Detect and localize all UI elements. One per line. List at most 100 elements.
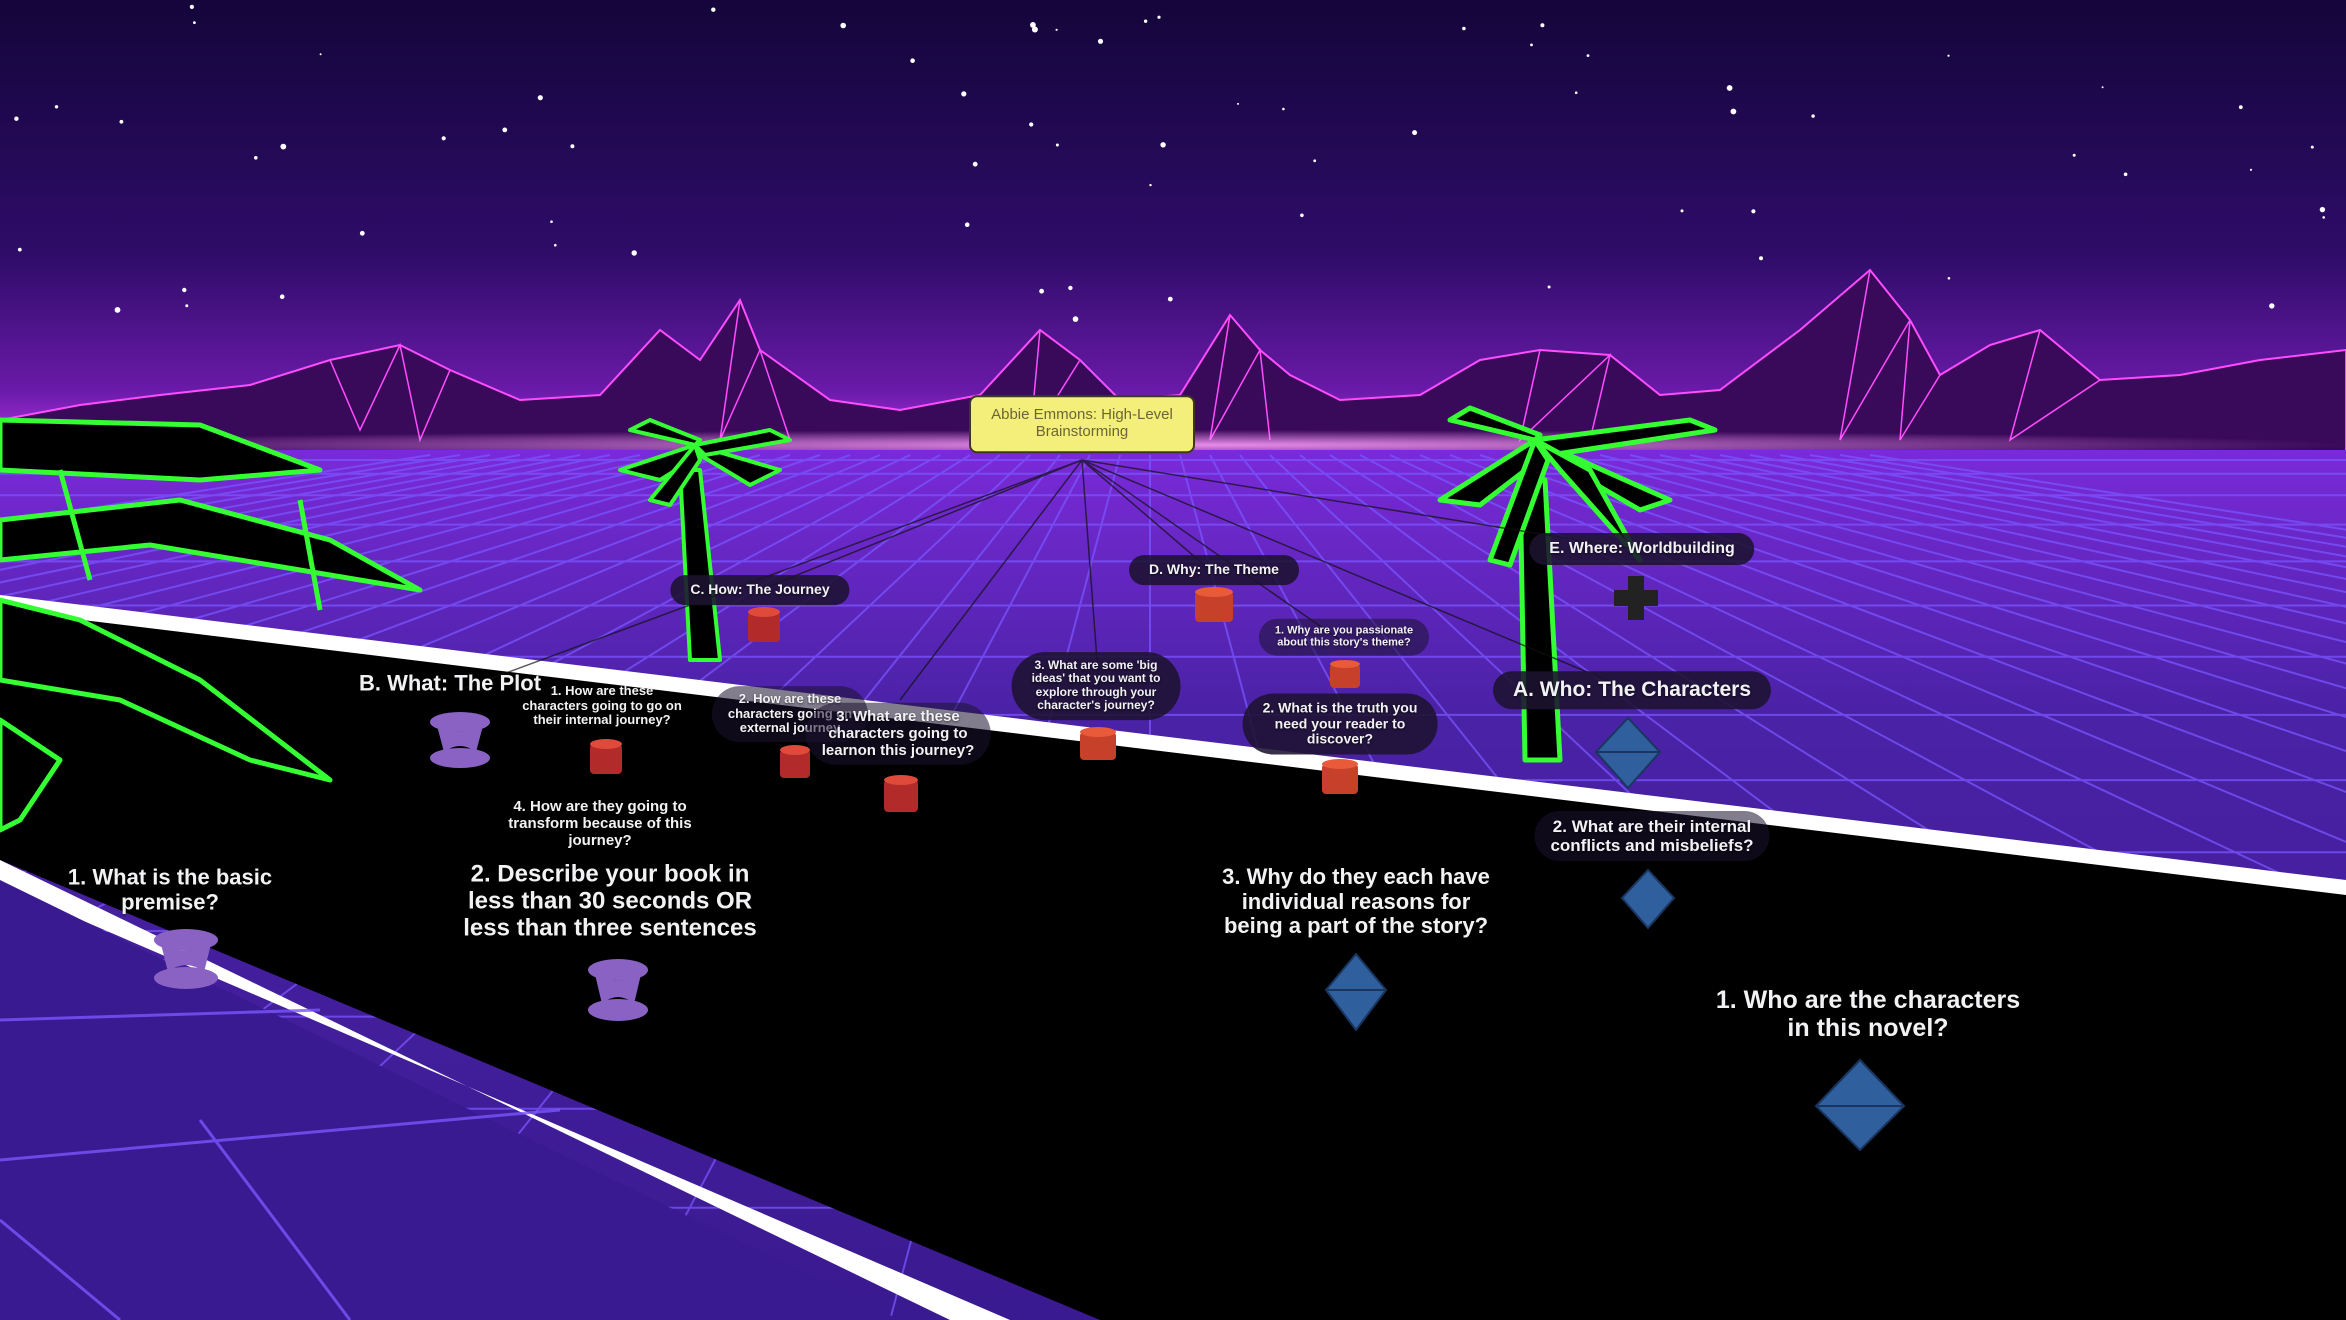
journey-question-1[interactable]: 1. How are these characters going to go … [522,683,682,728]
star [631,250,637,256]
characters-question-1[interactable]: 1. Who are the characters in this novel? [1715,986,2021,1042]
star [1530,43,1533,47]
grid-line [0,454,791,704]
branch-title-journey[interactable]: C. How: The Journey [670,575,850,605]
grid-line [1629,454,2346,625]
journey-question-3[interactable]: 3. What are these characters going to le… [805,702,991,766]
root-note[interactable]: Abbie Emmons: High-Level Brainstorming [969,395,1195,453]
plot-question-1[interactable]: 1. What is the basic premise? [67,864,273,914]
palm-tree-left-large [0,417,423,833]
star [1547,285,1551,289]
star [1055,28,1058,31]
star [1237,102,1239,105]
star [840,22,846,29]
characters-question-2[interactable]: 2. What are their internal conflicts and… [1534,810,1770,862]
grid-line [0,454,671,614]
star [254,156,258,160]
grid-line [1569,454,2346,665]
grid-line [1539,454,2346,690]
star [2238,105,2243,110]
orange-cylinder-icon[interactable] [1330,660,1360,688]
star [1586,54,1590,57]
star [280,143,287,150]
grid-line [0,454,761,676]
star [359,230,365,236]
branch-title-theme[interactable]: D. Why: The Theme [1129,555,1299,585]
star [119,119,124,124]
branch-title-worldbuilding[interactable]: E. Where: Worldbuilding [1529,533,1755,565]
characters-question-3[interactable]: 3. Why do they each have individual reas… [1222,864,1490,939]
star [1055,143,1059,147]
red-cylinder-icon[interactable] [884,775,918,812]
blue-octahedron-icon[interactable] [1814,1058,1906,1152]
theme-question-1[interactable]: 1. Why are you passionate about this sto… [1258,618,1430,656]
red-cylinder-icon[interactable] [590,739,622,774]
star [1157,15,1161,19]
branch-title-characters[interactable]: A. Who: The Characters [1492,671,1772,709]
star [1149,183,1152,187]
star [114,307,121,313]
orange-cylinder-icon[interactable] [1080,727,1116,760]
star [2072,153,2076,157]
star [502,127,508,133]
floor-front [0,880,900,1320]
red-cylinder-icon[interactable] [780,745,810,778]
star [319,53,322,56]
grid-line [1509,454,2346,719]
star [182,287,187,293]
star [1811,114,1815,118]
purple-spool-icon[interactable] [430,712,490,768]
blue-octahedron-icon[interactable] [1620,868,1676,930]
grid-line [0,454,731,653]
star [1167,296,1173,302]
grid-line [0,454,821,737]
theme-question-3[interactable]: 3. What are some 'big ideas' that you wa… [1011,652,1181,720]
star [1097,38,1104,44]
grid-line [1659,454,2346,608]
blue-octahedron-icon[interactable] [1324,952,1388,1032]
star [17,247,22,252]
grid-line [1419,454,2346,844]
star [1412,130,1418,136]
journey-question-4[interactable]: 4. How are they going to transform becau… [508,797,692,849]
star [1030,22,1036,28]
palm-tree-center-left [618,418,792,662]
star [1947,277,1951,280]
star [711,7,716,12]
grid-line [0,454,701,632]
star [185,304,189,308]
star [2249,168,2253,171]
orange-cylinder-icon[interactable] [1195,587,1233,622]
star [550,220,553,223]
star [441,136,446,141]
star [1068,285,1073,291]
dark-cross-icon[interactable] [1614,576,1658,620]
star [1039,288,1044,294]
purple-spool-icon[interactable] [154,929,218,989]
purple-spool-icon[interactable] [588,959,648,1021]
blue-octahedron-icon[interactable] [1594,716,1662,790]
star [2123,172,2128,177]
star [1282,107,1285,111]
branch-title-plot[interactable]: B. What: The Plot [358,670,542,696]
grid-line [1599,454,2346,644]
star [1143,19,1148,23]
star [1751,209,1756,214]
star [14,116,19,121]
red-cylinder-icon[interactable] [748,607,780,642]
plot-question-2[interactable]: 2. Describe your book in less than 30 se… [463,860,757,942]
grid-line [0,454,851,776]
orange-cylinder-icon[interactable] [1322,759,1358,794]
star [1726,85,1733,91]
star [279,294,285,300]
theme-question-2[interactable]: 2. What is the truth you need your reade… [1242,693,1438,755]
star [2269,303,2275,309]
mindmap-connectors [459,459,1641,701]
grid-line [0,454,881,824]
grid-line [1479,454,2346,753]
star [2322,216,2325,219]
star [1313,159,1317,163]
star [972,161,978,167]
